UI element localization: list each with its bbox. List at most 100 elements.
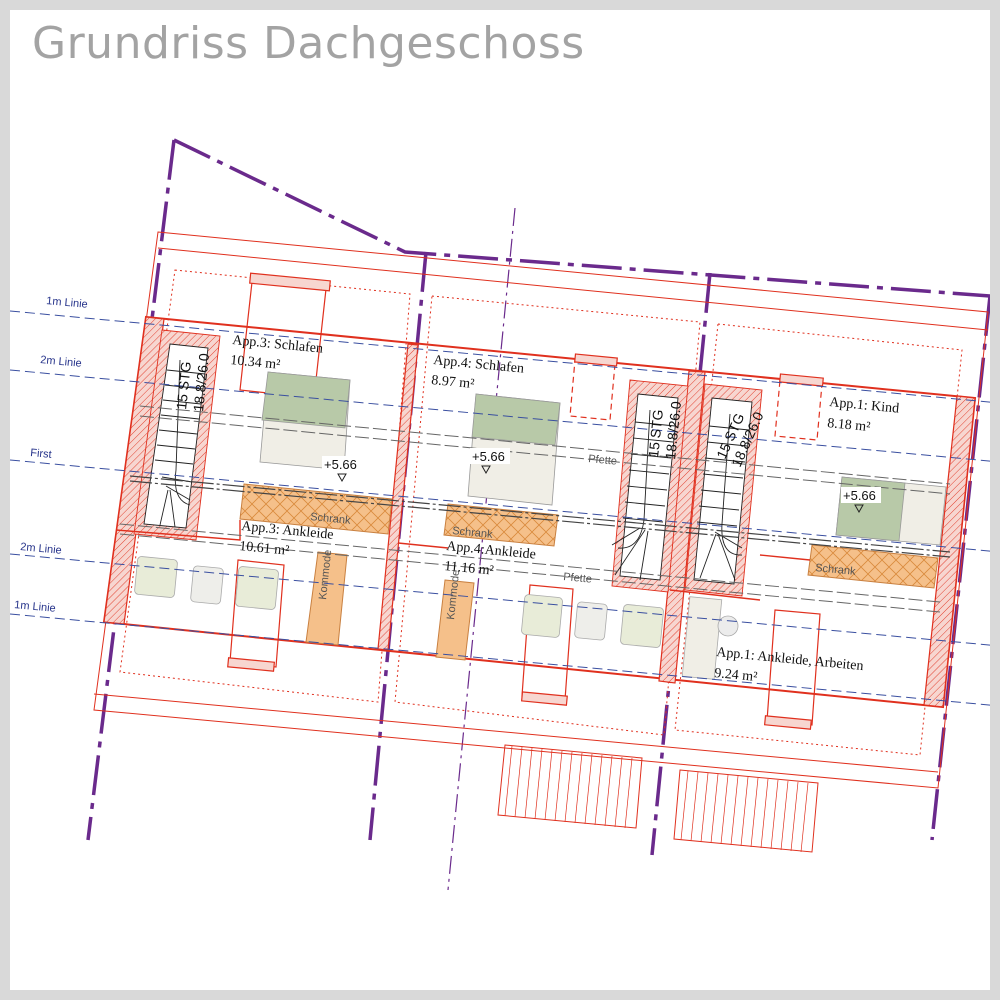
- dormer-bottom-1: [229, 559, 285, 668]
- room-area-app4-ankleide: 11.16 m²: [444, 559, 495, 579]
- balconies: [497, 744, 819, 853]
- left-gable-wall: [103, 316, 165, 625]
- ottoman: [574, 601, 608, 641]
- ref-line-2m-bottom: [10, 553, 990, 646]
- ref-line-first: [10, 459, 990, 552]
- stairs: [133, 329, 763, 597]
- label-pfette-1: Pfette: [588, 453, 618, 468]
- first-double-line: [129, 475, 951, 558]
- furniture-labels: Schrank Schrank Schrank Kommode Kommode …: [310, 453, 857, 620]
- window-icon: [520, 691, 568, 706]
- stair-arrow-icon: [617, 409, 651, 549]
- level-bg: [841, 487, 881, 503]
- property-line-left: [86, 139, 176, 841]
- level-marker-icon: [337, 473, 347, 483]
- axis-line: [447, 207, 516, 891]
- level-marker-icon: [481, 465, 491, 475]
- room-area-app3-ankleide: 10.61 m²: [239, 539, 290, 559]
- window-icon: [779, 373, 824, 387]
- room-name-app4-schlafen: App.4: Schlafen: [433, 353, 525, 377]
- partition-app1: [759, 554, 811, 561]
- ref-line-1m-top: [10, 310, 990, 403]
- window-icon: [227, 657, 276, 672]
- roof-outlines-dotted: [119, 269, 963, 756]
- stair-app3-inner: [143, 343, 209, 529]
- partition-app1-mid: [669, 589, 761, 601]
- room-name-app1-kind: App.1: Kind: [829, 395, 900, 417]
- armchair: [620, 604, 664, 648]
- label-kommode-app3: Kommode: [317, 549, 334, 600]
- balcony-2: [673, 769, 819, 853]
- bed-app4-blanket: [471, 393, 561, 446]
- level-app1: +5.66: [843, 488, 876, 503]
- label-schrank-app4: Schrank: [452, 525, 494, 541]
- stair-app3-treads: [154, 369, 206, 528]
- ref-label-2m-top: 2m Linie: [40, 354, 83, 370]
- room-area-app1-ankleide: 9.24 m²: [714, 666, 758, 685]
- armchair: [521, 594, 563, 638]
- ref-label-2m-bottom: 2m Linie: [20, 541, 63, 557]
- property-line-top: [173, 138, 990, 298]
- unit-dotted-2: [394, 295, 701, 736]
- ref-label-1m-bottom: 1m Linie: [14, 599, 57, 615]
- partition-app4: [397, 542, 449, 549]
- stair-arrow-icon: [174, 359, 191, 506]
- dormers: [227, 272, 824, 730]
- armchair: [235, 566, 279, 610]
- balcony-1: [497, 744, 643, 829]
- level-app3: +5.66: [324, 457, 357, 472]
- level-markers: +5.66 +5.66 +5.66: [322, 448, 881, 514]
- ref-line-1m-bottom: [10, 613, 990, 706]
- room-name-app3-schlafen: App.3: Schlafen: [232, 333, 324, 357]
- unit-dotted-1: [119, 269, 411, 703]
- label-pfette-2: Pfette: [563, 571, 593, 586]
- label-schrank-app1: Schrank: [815, 562, 857, 578]
- beds: [259, 371, 947, 546]
- unit-boundary-2: [650, 272, 712, 856]
- room-labels: App.3: Schlafen 10.34 m² App.4: Schlafen…: [230, 333, 900, 685]
- chair: [717, 615, 739, 637]
- reference-lines: [10, 310, 990, 706]
- eave-line-top: [157, 247, 989, 331]
- label-schrank-app3: Schrank: [310, 511, 352, 527]
- level-app4: +5.66: [472, 449, 505, 464]
- schrank-app4: [443, 503, 559, 547]
- reference-line-labels: 1m Linie 2m Linie First 2m Linie 1m Lini…: [14, 295, 89, 615]
- partition-app3: [115, 520, 241, 541]
- pfette-lines: [119, 405, 951, 613]
- partition-walls: [115, 520, 811, 601]
- room-area-app1-kind: 8.18 m²: [827, 416, 871, 435]
- stair-steps-app3: 15 STG: [173, 361, 194, 411]
- stair-app4-inner: [619, 393, 679, 581]
- label-kommode-app4: Kommode: [445, 569, 462, 620]
- stair-arrow-icon: [721, 413, 743, 556]
- kommode-app3: [305, 551, 348, 646]
- ottoman: [190, 565, 224, 605]
- dormer-top-2: [569, 359, 616, 421]
- level-bg: [470, 448, 510, 464]
- dormer-bottom-3: [766, 609, 821, 726]
- party-wall-1: [377, 343, 419, 651]
- eave-line-bottom: [93, 693, 939, 773]
- ref-label-first: First: [30, 447, 52, 461]
- room-area-app3-schlafen: 10.34 m²: [230, 353, 281, 373]
- armchair: [134, 556, 178, 598]
- ref-line-2m-top: [10, 369, 990, 462]
- ref-label-1m-top: 1m Linie: [46, 295, 89, 311]
- page-title: Grundriss Dachgeschoss: [32, 18, 585, 69]
- window-icon: [249, 272, 331, 292]
- window-icon: [574, 353, 618, 367]
- schrank-app1: [807, 544, 939, 589]
- level-bg: [322, 456, 362, 472]
- stair-ratio-app3: 18.8/26.0: [190, 352, 212, 412]
- window-icon: [763, 715, 812, 730]
- room-area-app4-schlafen: 8.97 m²: [431, 373, 475, 392]
- stair-ratio-app4: 18.8/26.0: [662, 400, 684, 460]
- level-marker-icon: [854, 504, 864, 514]
- kommode-app4: [435, 579, 475, 661]
- bed-app3-blanket: [261, 371, 351, 429]
- dormer-top-3: [774, 379, 823, 441]
- stair-steps-app4: 15 STG: [645, 409, 666, 459]
